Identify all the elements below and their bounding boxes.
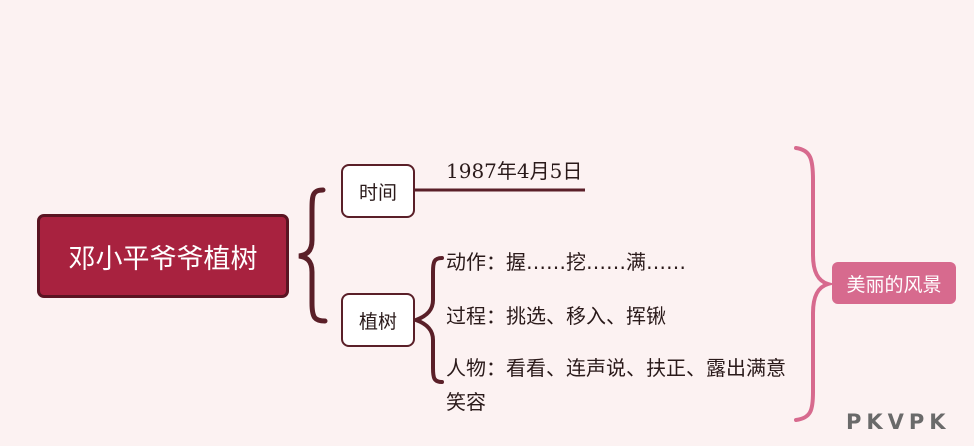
branch-node-plant: 植树 (341, 293, 415, 347)
root-brace (298, 187, 328, 324)
root-node-label: 邓小平爷爷植树 (68, 243, 258, 275)
branch-node-label: 时间 (358, 181, 397, 204)
root-node: 邓小平爷爷植树 (37, 214, 289, 298)
leaf-people: 人物：看看、连声说、扶正、露出满意笑容 (446, 356, 786, 414)
summary-brace (794, 146, 835, 422)
branch-node-time: 时间 (341, 164, 415, 218)
leaf-action: 动作：握……挖……满…… (446, 250, 686, 274)
watermark: PKVPK (846, 410, 951, 434)
summary-node-label: 美丽的风景 (846, 273, 942, 296)
branch-node-label: 植树 (358, 310, 397, 333)
plant-brace (410, 256, 444, 384)
leaf-process: 过程：挑选、移入、挥锹 (446, 304, 666, 328)
leaf-date: 1987年4月5日 (446, 159, 583, 183)
summary-node: 美丽的风景 (832, 262, 956, 304)
